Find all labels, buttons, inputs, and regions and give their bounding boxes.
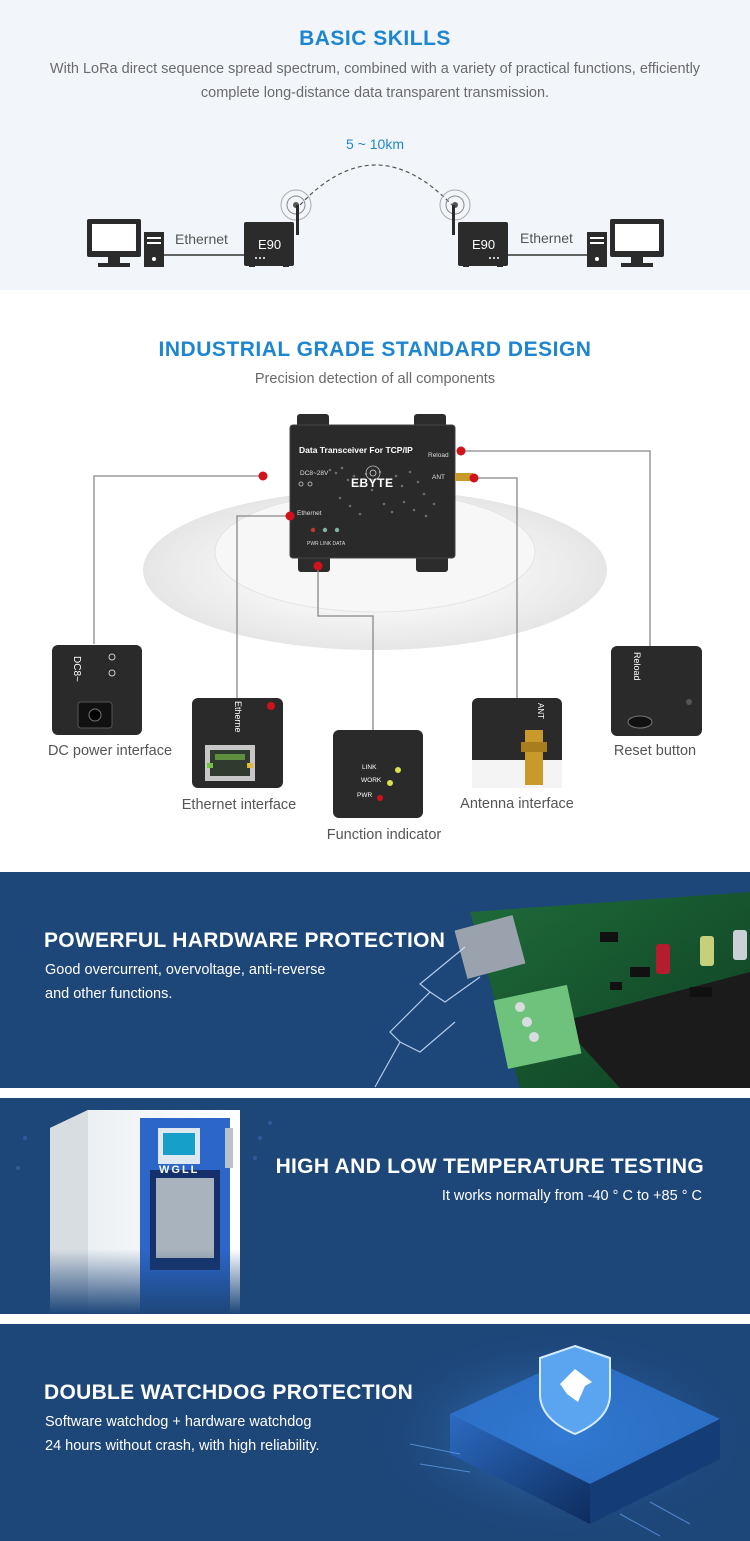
marker-dots — [258, 446, 479, 571]
device-brand-label: EBYTE — [351, 476, 394, 490]
hardware-protection-section: POWERFUL HARDWARE PROTECTION Good overcu… — [0, 872, 750, 1088]
antenna-interface-image — [472, 698, 562, 788]
hardware-line2: and other functions. — [45, 986, 173, 1002]
hardware-line1: Good overcurrent, overvoltage, anti-reve… — [45, 962, 326, 978]
basic-skills-title: BASIC SKILLS — [299, 27, 451, 50]
right-e90-device-icon: E90 — [452, 205, 508, 267]
ethernet-caption: Ethernet interface — [181, 797, 297, 813]
svg-text:E90: E90 — [258, 237, 281, 252]
device-ethernet-label: Ethernet — [297, 510, 322, 517]
antenna-caption: Antenna interface — [460, 796, 574, 812]
chamber-brand-label: WGLL — [159, 1164, 200, 1176]
basic-skills-subtitle-line2: complete long-distance data transparent … — [200, 85, 550, 101]
device-leds-label: PWR LINK DATA — [307, 541, 346, 547]
function-indicator-caption: Function indicator — [326, 827, 442, 843]
test-chamber-image — [0, 1098, 750, 1314]
circuit-board-image — [374, 892, 750, 1088]
right-ethernet-label: Ethernet — [520, 230, 573, 246]
temperature-title: HIGH AND LOW TEMPERATURE TESTING — [275, 1155, 704, 1178]
left-e90-device-icon: E90 — [244, 205, 299, 267]
ethernet-module-label: Etherne — [233, 701, 243, 733]
main-device-image — [289, 414, 473, 572]
indicator-work-label: WORK — [361, 777, 382, 784]
distance-label: 5 ~ 10km — [346, 136, 404, 152]
basic-skills-subtitle-line1: With LoRa direct sequence spread spectru… — [49, 61, 701, 77]
indicator-pwr-label: PWR — [357, 792, 373, 799]
basic-skills-section: BASIC SKILLS With LoRa direct sequence s… — [0, 0, 750, 290]
network-diagram: E90 E90 — [87, 164, 664, 267]
svg-text:E90: E90 — [472, 237, 495, 252]
connector-lines — [93, 450, 651, 730]
reset-button-image — [611, 646, 702, 736]
components-diagram — [52, 414, 702, 818]
dc-power-caption: DC power interface — [47, 743, 173, 759]
device-reload-label: Reload — [428, 452, 449, 459]
dc-power-image — [52, 645, 142, 735]
shield-icon — [539, 1344, 611, 1436]
function-indicator-image — [333, 730, 423, 818]
watchdog-section: DOUBLE WATCHDOG PROTECTION Software watc… — [0, 1324, 750, 1541]
watchdog-title: DOUBLE WATCHDOG PROTECTION — [44, 1381, 414, 1404]
industrial-subtitle: Precision detection of all components — [254, 371, 496, 387]
left-ethernet-label: Ethernet — [175, 231, 228, 247]
device-header-label: Data Transceiver For TCP/IP — [299, 445, 413, 455]
industrial-title: INDUSTRIAL GRADE STANDARD DESIGN — [158, 338, 592, 361]
reset-caption: Reset button — [613, 743, 697, 759]
watchdog-line1: Software watchdog + hardware watchdog — [45, 1414, 312, 1430]
watchdog-line2: 24 hours without crash, with high reliab… — [45, 1438, 320, 1454]
ethernet-port-image — [192, 698, 283, 788]
hardware-title: POWERFUL HARDWARE PROTECTION — [44, 929, 446, 952]
watchdog-chip-image — [360, 1324, 750, 1541]
antenna-module-label: ANT — [536, 703, 545, 719]
industrial-design-section: INDUSTRIAL GRADE STANDARD DESIGN Precisi… — [0, 290, 750, 872]
device-ant-label: ANT — [432, 474, 445, 481]
left-computer-icon — [87, 219, 164, 267]
temperature-testing-section: WGLL HIGH AND LOW TEMPERATURE TESTING It… — [0, 1098, 750, 1314]
reset-module-label: Reload — [632, 652, 642, 681]
indicator-link-label: LINK — [362, 764, 377, 771]
temperature-line1: It works normally from -40 ° C to +85 ° … — [441, 1188, 702, 1204]
dc-module-label: DC8~ — [71, 656, 82, 682]
right-computer-icon — [587, 219, 664, 267]
device-power-label: DC8~28V — [300, 470, 329, 477]
